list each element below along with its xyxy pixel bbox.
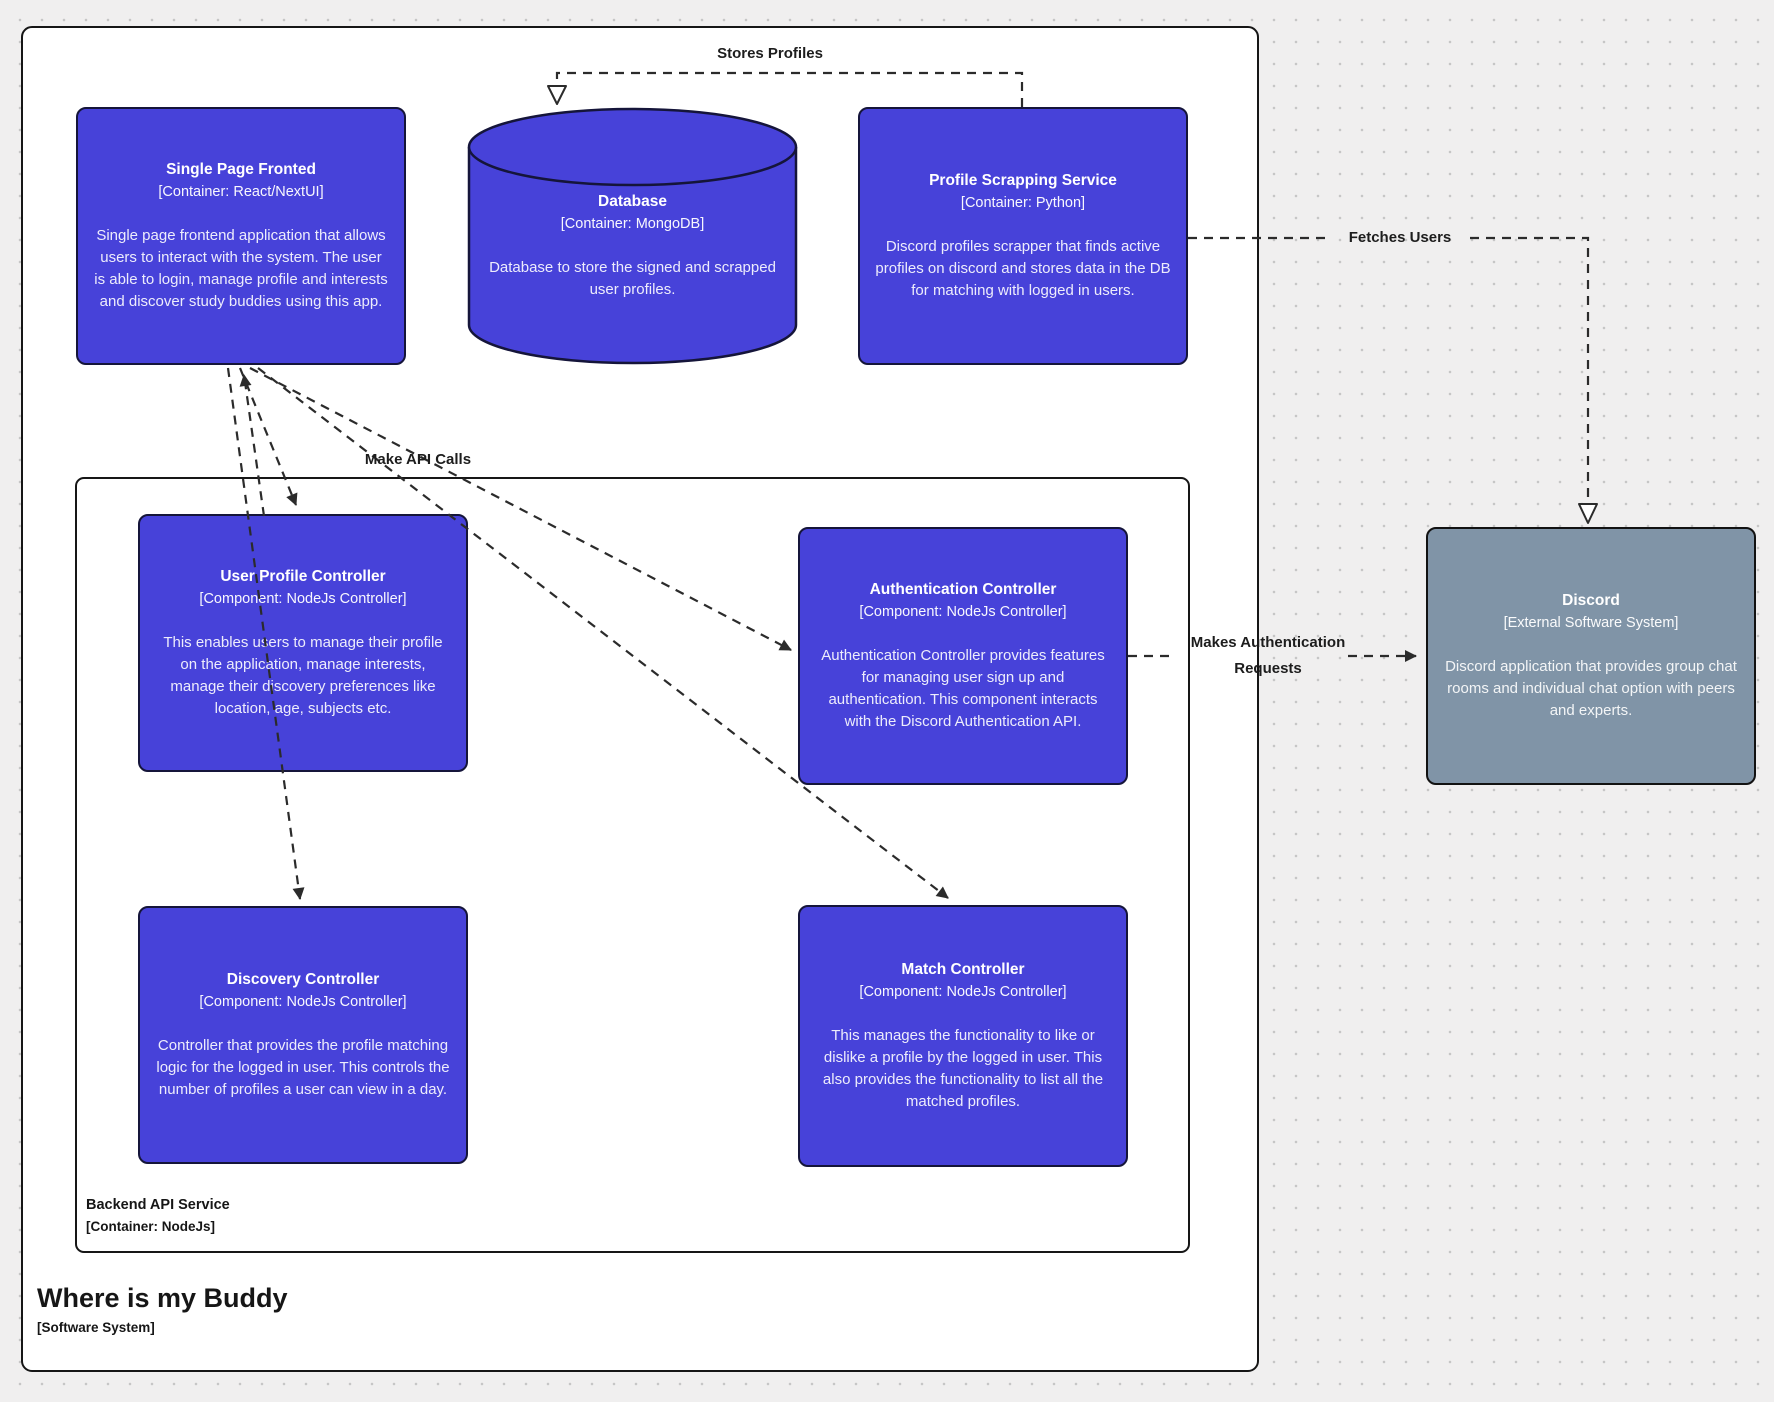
system-boundary-label: Where is my Buddy [Software System] — [37, 1282, 288, 1337]
edge-fetches-users-arrowhead — [1578, 503, 1598, 524]
edge-label-stores-profiles: Stores Profiles — [717, 45, 823, 62]
node-title: Discovery Controller — [226, 971, 380, 988]
node-subtitle: [Component: NodeJs Controller] — [199, 994, 407, 1010]
node-subtitle: [Container: MongoDB] — [560, 216, 705, 232]
node-title: Match Controller — [901, 961, 1025, 978]
node-description: Discord profiles scrapper that finds act… — [875, 238, 1171, 299]
system-boundary-subtitle: [Software System] — [37, 1320, 155, 1335]
node-subtitle: [Container: React/NextUI] — [158, 184, 324, 200]
node-subtitle: [Component: NodeJs Controller] — [199, 591, 407, 607]
system-boundary-title: Where is my Buddy — [37, 1283, 288, 1313]
node-title: Authentication Controller — [869, 581, 1057, 598]
node-description: Authentication Controller provides featu… — [821, 647, 1105, 730]
node-description: Database to store the signed and scrappe… — [489, 259, 776, 298]
node-subtitle: [Container: Python] — [960, 195, 1086, 211]
edge-label-fetches-users: Fetches Users — [1348, 229, 1452, 246]
node-description: Single page frontend application that al… — [94, 227, 388, 310]
node-description: This manages the functionality to like o… — [822, 1027, 1104, 1110]
edge-label-make-api-calls: Make API Calls — [364, 451, 472, 468]
node-discovery-controller: Discovery Controller [Component: NodeJs … — [138, 906, 468, 1164]
node-discord-external-system: Discord [External Software System] Disco… — [1426, 527, 1756, 785]
edge-fetches-users-right — [1470, 236, 1590, 502]
node-title: Database — [598, 193, 667, 210]
backend-boundary-label: Backend API Service [Container: NodeJs] — [86, 1194, 230, 1238]
node-description: This enables users to manage their profi… — [163, 634, 443, 717]
backend-boundary-title: Backend API Service — [86, 1197, 230, 1213]
node-subtitle: [Component: NodeJs Controller] — [859, 604, 1067, 620]
database-cylinder-shape — [467, 107, 798, 365]
node-description: Discord application that provides group … — [1445, 658, 1737, 719]
edge-label-makes-auth-requests: Makes Authentication Requests — [1190, 634, 1346, 677]
node-single-page-frontend: Single Page Fronted [Container: React/Ne… — [76, 107, 406, 365]
node-authentication-controller: Authentication Controller [Component: No… — [798, 527, 1128, 785]
node-database: Database [Container: MongoDB] Database t… — [467, 107, 798, 365]
node-title: Profile Scrapping Service — [929, 172, 1117, 189]
node-profile-scrapping-service: Profile Scrapping Service [Container: Py… — [858, 107, 1188, 365]
node-match-controller: Match Controller [Component: NodeJs Cont… — [798, 905, 1128, 1167]
node-title: Discord — [1562, 592, 1620, 609]
node-user-profile-controller: User Profile Controller [Component: Node… — [138, 514, 468, 772]
node-description: Controller that provides the profile mat… — [156, 1037, 450, 1098]
node-title: Single Page Fronted — [166, 161, 316, 178]
node-subtitle: [External Software System] — [1503, 615, 1679, 631]
backend-boundary-subtitle: [Container: NodeJs] — [86, 1219, 216, 1234]
node-title: User Profile Controller — [220, 568, 386, 585]
node-subtitle: [Component: NodeJs Controller] — [859, 984, 1067, 1000]
